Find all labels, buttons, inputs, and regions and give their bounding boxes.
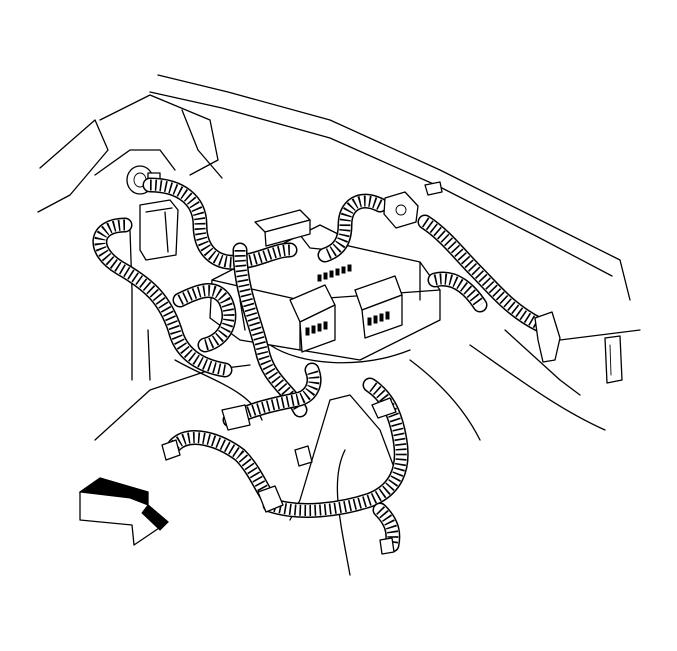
connector-upper-right (383, 191, 419, 229)
wiring-harness (92, 177, 548, 553)
fuse-row (305, 264, 390, 336)
connector-left (139, 199, 179, 261)
connector-right (534, 311, 561, 363)
retaining-clip (161, 397, 397, 555)
label-plate (604, 335, 623, 384)
underhood-fuse-relay-center (209, 209, 441, 364)
fender-tab (424, 181, 443, 196)
forward-direction-arrow-icon (78, 477, 169, 546)
connector-lower-left (221, 404, 251, 431)
fender-panel (37, 74, 641, 576)
